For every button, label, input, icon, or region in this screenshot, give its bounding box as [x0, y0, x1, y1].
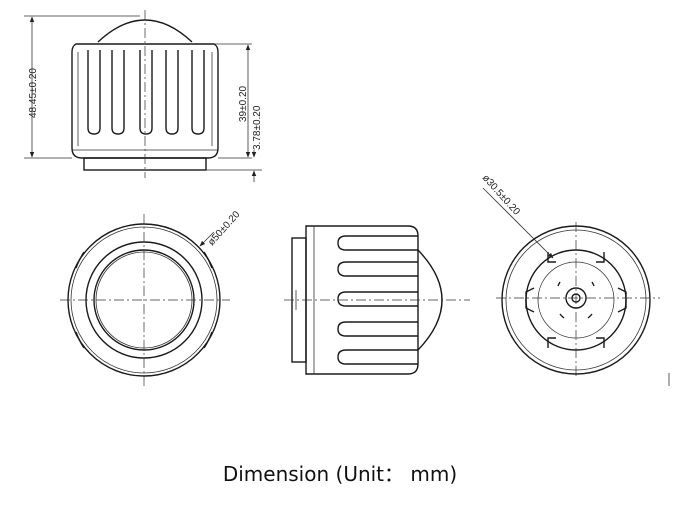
side-knurl-grooves	[337, 235, 418, 365]
outer-diameter-label: ø50±0.20	[206, 209, 243, 248]
top-elevation-view	[71, 10, 219, 178]
front-view	[60, 214, 230, 386]
side-view	[284, 225, 470, 375]
rear-view	[482, 187, 670, 386]
dim-base-height: 3.78±0.20	[206, 105, 263, 182]
body-height-label: 39±0.20	[238, 85, 249, 122]
rim-knurl-ticks	[75, 251, 213, 349]
inner-diameter-label: ø30.5±0.20	[480, 173, 522, 218]
caption: Dimension (Unit： mm)	[222, 462, 458, 486]
base-height-label: 3.78±0.20	[252, 105, 263, 150]
overall-height-label: 48.45±0.20	[28, 68, 39, 118]
knurl-grooves	[77, 50, 213, 146]
dim-body-height: 39±0.20	[214, 43, 252, 159]
dim-overall-height: 48.45±0.20	[24, 15, 140, 159]
